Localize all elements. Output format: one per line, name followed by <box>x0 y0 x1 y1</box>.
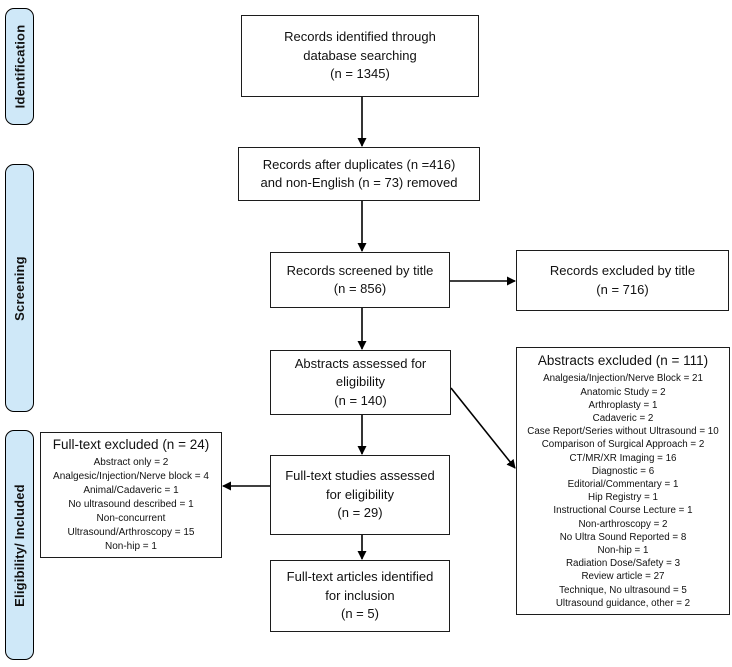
exclusion-reason-item: Case Report/Series without Ultrasound = … <box>527 426 719 438</box>
stage-label-text: Eligibility/ Included <box>12 483 27 607</box>
exclusion-reason-item: Abstract only = 2 <box>93 457 169 469</box>
box-records-after-duplicates: Records after duplicates (n =416) and no… <box>238 147 480 201</box>
stage-label-identification: Identification <box>5 8 34 125</box>
box-abstracts-excluded: Abstracts excluded (n = 111) Analgesia/I… <box>516 347 730 615</box>
box-records-excluded-by-title: Records excluded by title (n = 716) <box>516 250 729 311</box>
exclusion-reason-item: Non-arthroscopy = 2 <box>578 518 668 530</box>
exclusion-reason-item: Non-concurrent <box>96 513 166 525</box>
exclusion-reason-item: Arthroplasty = 1 <box>588 399 658 411</box>
box-text: Records excluded by title (n = 716) <box>549 263 696 297</box>
exclusion-reason-item: Analgesic/Injection/Nerve block = 4 <box>53 471 209 483</box>
stage-label-screening: Screening <box>5 164 34 412</box>
exclusion-reason-item: No Ultra Sound Reported = 8 <box>559 531 687 543</box>
exclusion-reason-item: Hip Registry = 1 <box>588 492 658 504</box>
exclusion-reason-item: Cadaveric = 2 <box>592 413 654 425</box>
exclusion-reason-item: Technique, No ultrasound = 5 <box>559 584 687 596</box>
exclusion-reason-item: Editorial/Commentary = 1 <box>567 479 679 491</box>
box-fulltext-included: Full-text articles identified for inclus… <box>270 560 450 632</box>
box-text: Full-text studies assessed for eligibili… <box>285 468 435 521</box>
exclusion-list-title: Full-text excluded (n = 24) <box>52 436 210 452</box>
stage-label-text: Identification <box>12 24 28 109</box>
box-text: Records identified through database sear… <box>284 29 436 82</box>
exclusion-reason-item: Ultrasound guidance, other = 2 <box>555 597 691 609</box>
box-text: Full-text articles identified for inclus… <box>286 569 434 622</box>
exclusion-reason-item: Non-hip = 1 <box>105 541 157 553</box>
box-text: Records screened by title (n = 856) <box>286 262 434 296</box>
box-abstracts-assessed: Abstracts assessed for eligibility (n = … <box>270 350 451 415</box>
box-fulltext-excluded: Full-text excluded (n = 24) Abstract onl… <box>40 432 222 558</box>
box-records-screened-by-title: Records screened by title (n = 856) <box>270 252 450 308</box>
exclusion-reason-item: Radiation Dose/Safety = 3 <box>565 558 681 570</box>
exclusion-reason-item: Ultrasound/Arthroscopy = 15 <box>67 527 195 539</box>
exclusion-reason-item: Review article = 27 <box>581 571 665 583</box>
exclusion-reason-item: No ultrasound described = 1 <box>68 499 194 511</box>
exclusion-reason-item: Diagnostic = 6 <box>591 465 655 477</box>
box-text: Abstracts assessed for eligibility (n = … <box>294 355 427 408</box>
box-fulltext-assessed: Full-text studies assessed for eligibili… <box>270 455 450 535</box>
stage-label-eligibility-included: Eligibility/ Included <box>5 430 34 660</box>
exclusion-reason-item: CT/MR/XR Imaging = 16 <box>569 452 677 464</box>
stage-label-text: Screening <box>12 255 27 321</box>
box-text: Records after duplicates (n =416) and no… <box>260 156 458 190</box>
box-records-identified: Records identified through database sear… <box>241 15 479 97</box>
exclusion-list-title: Abstracts excluded (n = 111) <box>537 352 709 368</box>
exclusion-reason-item: Analgesia/Injection/Nerve Block = 21 <box>543 373 703 385</box>
exclusion-reason-item: Comparison of Surgical Approach = 2 <box>541 439 705 451</box>
exclusion-reason-item: Anatomic Study = 2 <box>580 386 666 398</box>
arrow-abstracts-to-excluded <box>450 387 516 469</box>
exclusion-reason-item: Animal/Cadaveric = 1 <box>83 485 179 497</box>
exclusion-reason-item: Instructional Course Lecture = 1 <box>553 505 693 517</box>
exclusion-reason-item: Non-hip = 1 <box>597 545 649 557</box>
